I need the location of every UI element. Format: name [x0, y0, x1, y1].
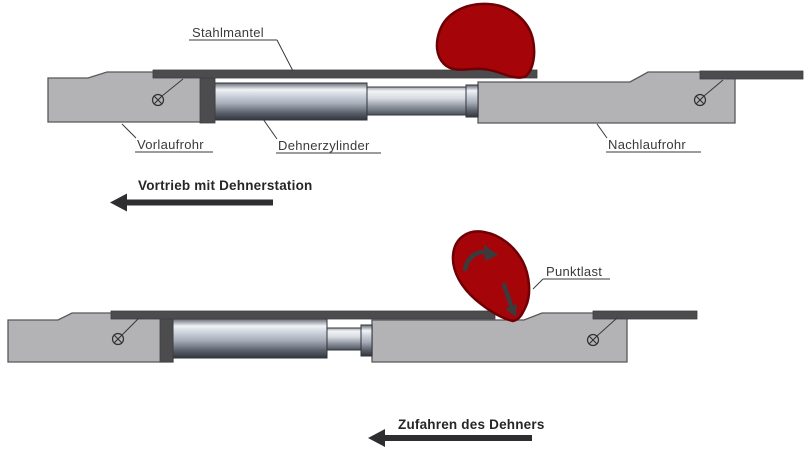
load-arrow-icon [501, 282, 517, 317]
punktlast-annotation: Punktlast [532, 264, 610, 290]
dehnerzylinder-label: Dehnerzylinder [278, 138, 370, 153]
vorlaufrohr-label: Vorlaufrohr [137, 137, 204, 152]
dehnerzylinder-annotation: Dehnerzylinder [262, 118, 381, 154]
stahlmantel-annotation: Stahlmantel [189, 25, 294, 72]
steel-jacket-bar-right [592, 310, 698, 320]
direction-arrow-left-icon [110, 193, 273, 212]
dehner-piston-rod [366, 86, 469, 116]
diagram-bottom: Punktlast Zufahren des Dehners [7, 230, 698, 447]
direction-arrow-left-icon [368, 429, 532, 447]
top-caption: Vortrieb mit Dehnerstation [138, 178, 312, 193]
vorlaufrohr-annotation: Vorlaufrohr [121, 123, 213, 153]
steel-jacket-bar-right [699, 70, 804, 80]
screw-marker-icon [693, 79, 724, 107]
dehner-cylinder-body [172, 318, 328, 359]
dehner-cylinder-body [214, 82, 368, 121]
bottom-caption: Zufahren des Dehners [398, 417, 545, 432]
screw-marker-icon [586, 317, 618, 347]
piston-end-cap [360, 324, 373, 357]
vorlaufrohr-pipe [7, 312, 174, 363]
stahlmantel-label: Stahlmantel [192, 25, 264, 40]
nachlaufrohr-label: Nachlaufrohr [608, 137, 686, 152]
dehner-piston-rod [326, 327, 364, 351]
steel-jacket-flange [159, 311, 174, 363]
steel-jacket-flange [199, 71, 216, 124]
steel-jacket-bar-left [110, 310, 496, 320]
boulder-obstacle [435, 2, 536, 79]
steel-jacket-bar-left [152, 69, 538, 79]
diagram-top: Stahlmantel Vorlaufrohr Dehnerzylinder N… [47, 2, 804, 212]
vorlaufrohr-pipe [47, 71, 204, 123]
screw-marker-icon [151, 78, 184, 107]
piston-end-cap [465, 84, 479, 118]
punktlast-label: Punktlast [546, 264, 602, 279]
screw-marker-icon [111, 317, 140, 346]
nachlaufrohr-annotation: Nachlaufrohr [596, 123, 701, 153]
boulder-obstacle [451, 230, 531, 323]
rotation-arrow-icon [462, 245, 498, 272]
